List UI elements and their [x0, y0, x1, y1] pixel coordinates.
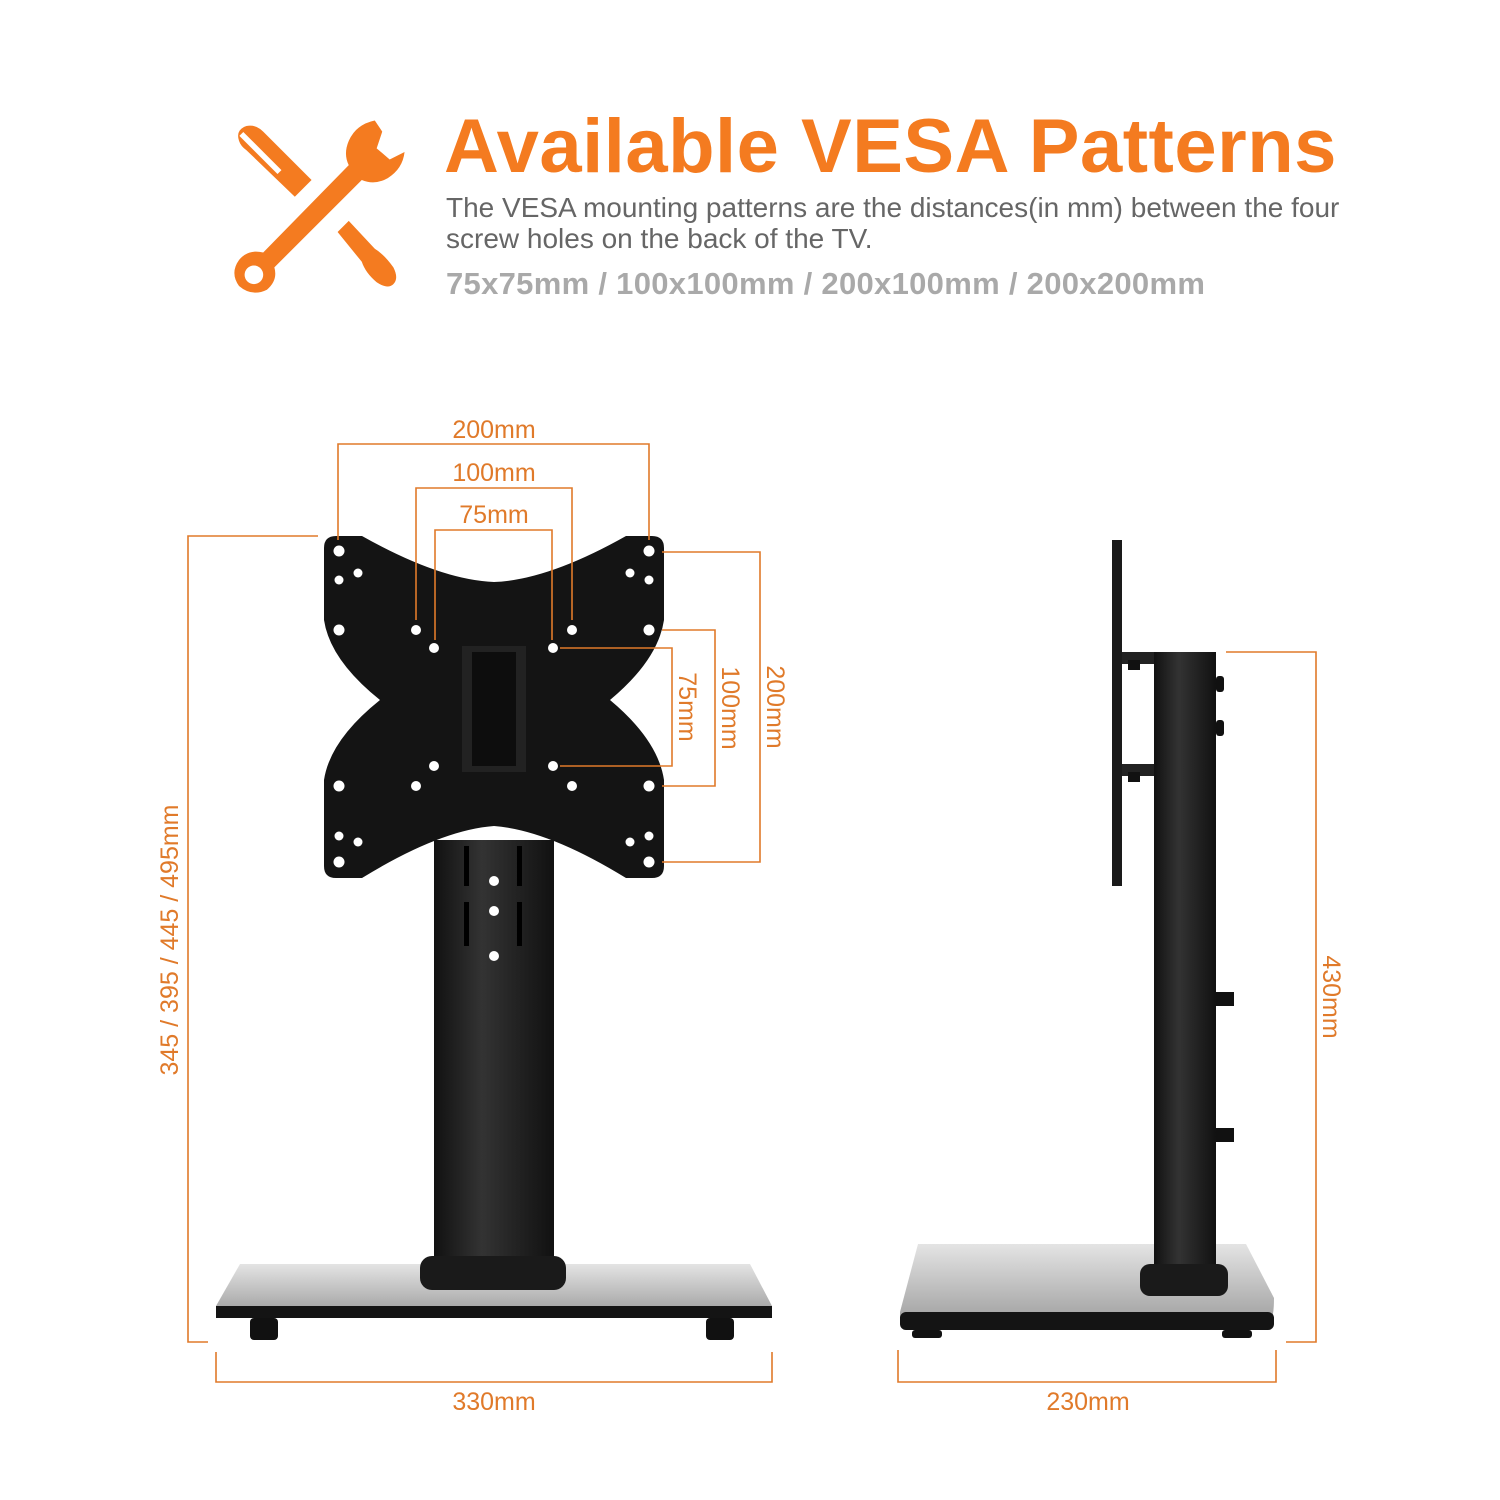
dim-height-options: 345 / 395 / 445 / 495mm: [156, 804, 184, 1075]
page-title: Available VESA Patterns: [444, 104, 1337, 189]
side-pole: [1154, 652, 1216, 1292]
dim-75mm-horizontal: 75mm: [459, 501, 528, 529]
front-view: 200mm 100mm 75mm 75mm 100mm 200mm 345 / …: [156, 416, 789, 1416]
dim-base-depth: 230mm: [1046, 1388, 1129, 1416]
dim-75mm-vertical: 75mm: [673, 672, 701, 741]
description-text: The VESA mounting patterns are the dista…: [446, 192, 1340, 254]
dim-200mm-vertical: 200mm: [761, 665, 789, 748]
vesa-patterns-list: 75x75mm / 100x100mm / 200x100mm / 200x20…: [446, 266, 1206, 301]
side-view: 430mm 230mm: [897, 540, 1345, 1416]
dim-100mm-vertical: 100mm: [716, 666, 744, 749]
dim-side-height: 430mm: [1317, 955, 1345, 1038]
dim-base-width: 330mm: [452, 1388, 535, 1416]
dim-200mm-horizontal: 200mm: [452, 416, 535, 444]
wrench-screwdriver-icon: [228, 120, 405, 293]
dim-100mm-horizontal: 100mm: [452, 459, 535, 487]
front-base: [216, 1264, 772, 1318]
